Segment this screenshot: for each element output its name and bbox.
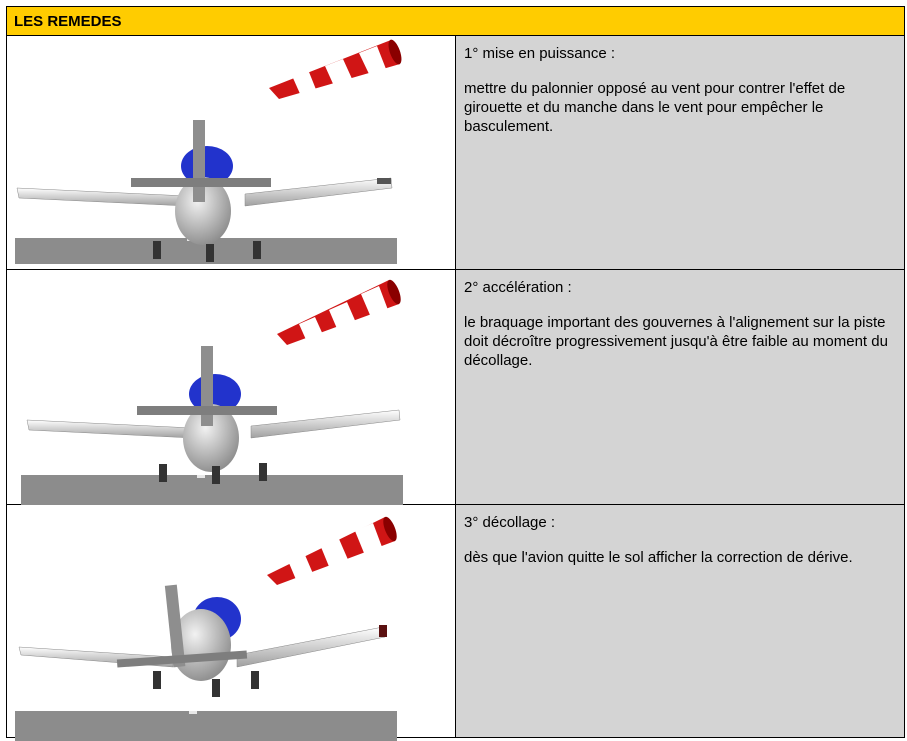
step-row: 1° mise en puissance : mettre du palonni… [6,35,905,270]
illustration-cell [6,35,456,270]
step-2-illustration [21,279,403,505]
instruction-cell: 3° décollage : dès que l'avion quitte le… [455,504,905,738]
step-title: 2° accélération : [464,279,572,296]
step-body: le braquage important des gouvernes à l'… [464,314,888,369]
instruction-cell: 2° accélération : le braquage important … [455,269,905,505]
illustration-cell [6,504,456,741]
runway [15,711,397,741]
airplane-rear-view [26,346,401,484]
remedies-table: LES REMEDES [6,6,905,741]
windsock-icon [277,279,401,345]
step-row: 3° décollage : dès que l'avion quitte le… [6,504,905,741]
section-title: LES REMEDES [6,6,905,36]
step-3-illustration [15,516,397,741]
step-body: mettre du palonnier opposé au vent pour … [464,80,846,135]
airplane-rear-view-banked [18,584,387,697]
windsock-icon [269,39,402,99]
step-title: 1° mise en puissance : [464,45,616,62]
step-body: dès que l'avion quitte le sol afficher l… [464,549,853,566]
step-1-illustration [15,39,402,264]
airplane-rear-view [16,120,393,262]
header-row: LES REMEDES [6,6,905,36]
step-row: 2° accélération : le braquage important … [6,269,905,505]
windsock-icon [267,516,397,585]
illustration-cell [6,269,456,505]
step-title: 3° décollage : [464,514,556,531]
instruction-cell: 1° mise en puissance : mettre du palonni… [455,35,905,270]
